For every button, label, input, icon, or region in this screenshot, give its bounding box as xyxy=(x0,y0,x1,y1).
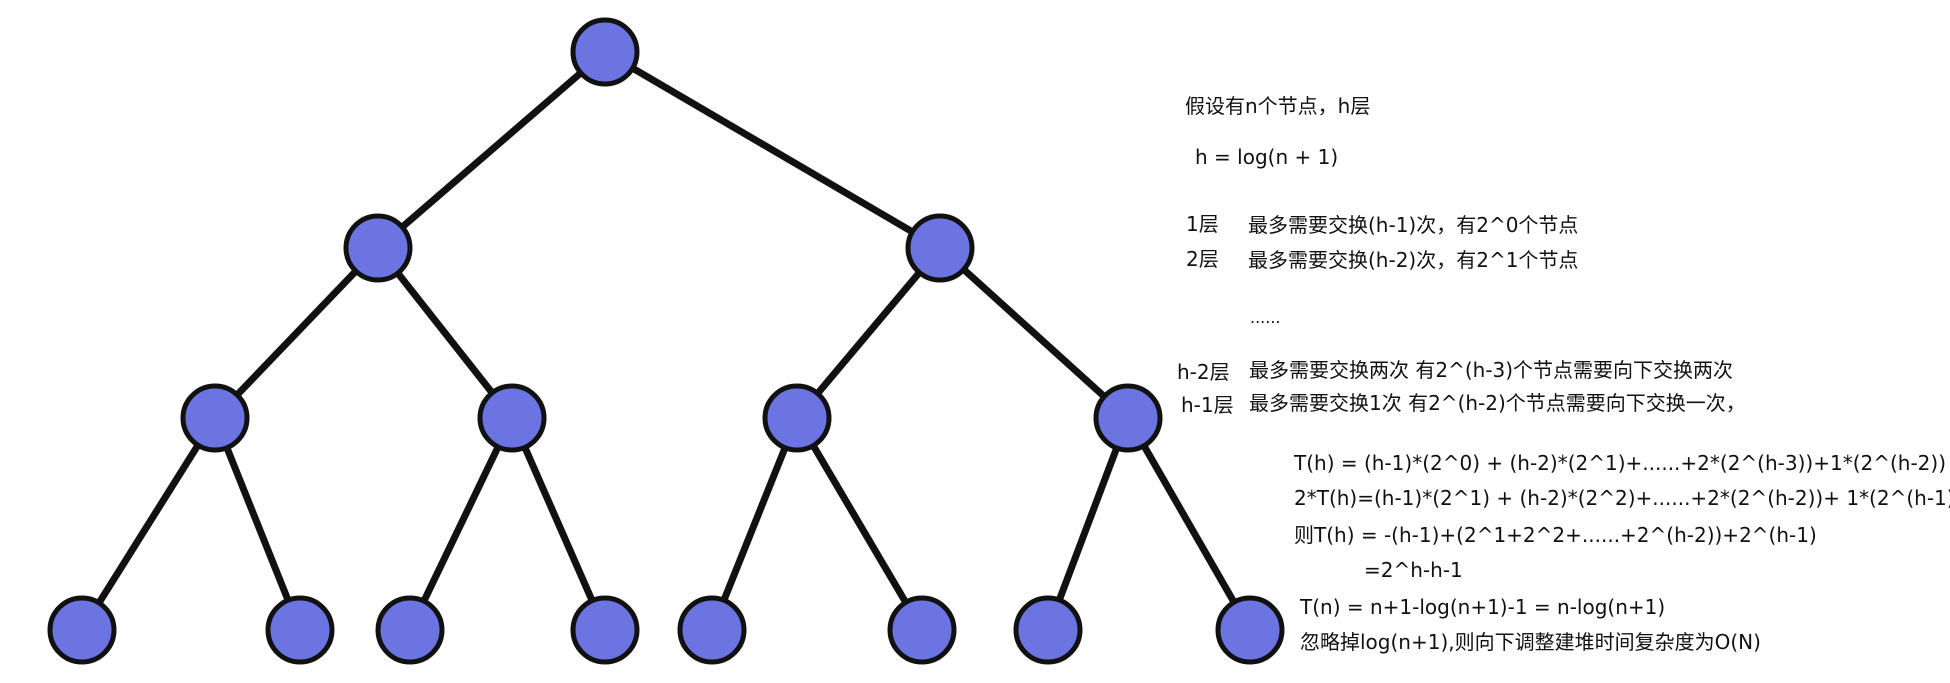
tree-edges xyxy=(78,48,1254,634)
tree-node-level-3-3 xyxy=(762,383,832,453)
level-1-text: 最多需要交换(h-1)次，有2^0个节点 xyxy=(1248,213,1579,237)
tree-node-level-3-1 xyxy=(180,383,250,453)
ellipsis-text: ...... xyxy=(1250,308,1281,327)
formula-2th: 2*T(h)=(h-1)*(2^1) + (h-2)*(2^2)+......+… xyxy=(1294,486,1950,510)
tree-edge xyxy=(211,414,304,634)
tree-node-level-1-1 xyxy=(570,17,640,87)
conclusion-text: 忽略掉log(n+1),则向下调整建堆时间复杂度为O(N) xyxy=(1300,630,1761,654)
formula-th: T(h) = (h-1)*(2^0) + (h-2)*(2^1)+......+… xyxy=(1294,451,1947,475)
tree-edge xyxy=(1124,414,1254,634)
level-1-label: 1层 xyxy=(1186,212,1219,236)
tree-nodes xyxy=(47,17,1285,665)
tree-edge xyxy=(936,244,1132,422)
tree-node-level-4-4 xyxy=(570,595,640,665)
tree-edge xyxy=(1044,414,1132,634)
tree-edge xyxy=(78,414,219,634)
tree-edge xyxy=(211,244,382,422)
tree-node-level-4-8 xyxy=(1215,595,1285,665)
tree-edge xyxy=(708,414,801,634)
binary-tree-diagram xyxy=(47,17,1285,665)
level-h2-text: 最多需要交换两次 有2^(h-3)个节点需要向下交换两次 xyxy=(1249,358,1734,382)
level-h2-label: h-2层 xyxy=(1177,360,1230,384)
level-2-text: 最多需要交换(h-2)次，有2^1个节点 xyxy=(1248,248,1579,272)
formula-result: =2^h-h-1 xyxy=(1364,558,1463,582)
tree-node-level-4-7 xyxy=(1013,595,1083,665)
formula-tn: T(n) = n+1-log(n+1)-1 = n-log(n+1) xyxy=(1300,595,1666,619)
tree-edge xyxy=(793,244,944,422)
tree-edge xyxy=(601,48,944,252)
tree-edge xyxy=(508,414,609,634)
tree-node-level-2-2 xyxy=(905,213,975,283)
assumption-text: 假设有n个节点，h层 xyxy=(1185,94,1371,118)
level-2-label: 2层 xyxy=(1186,247,1219,271)
height-formula: h = log(n + 1) xyxy=(1195,145,1339,169)
tree-node-level-4-2 xyxy=(265,595,335,665)
tree-node-level-4-3 xyxy=(375,595,445,665)
tree-node-level-3-2 xyxy=(477,383,547,453)
tree-node-level-4-6 xyxy=(887,595,957,665)
tree-edge xyxy=(406,414,516,634)
tree-edge xyxy=(374,48,609,252)
level-h1-label: h-1层 xyxy=(1181,393,1234,417)
tree-edge xyxy=(374,244,516,422)
tree-node-level-2-1 xyxy=(343,213,413,283)
level-h1-text: 最多需要交换1次 有2^(h-2)个节点需要向下交换一次， xyxy=(1249,391,1746,415)
tree-node-level-4-5 xyxy=(677,595,747,665)
tree-node-level-4-1 xyxy=(47,595,117,665)
tree-node-level-3-4 xyxy=(1093,383,1163,453)
formula-subtract: 则T(h) = -(h-1)+(2^1+2^2+......+2^(h-2))+… xyxy=(1294,523,1817,547)
tree-edge xyxy=(793,414,926,634)
